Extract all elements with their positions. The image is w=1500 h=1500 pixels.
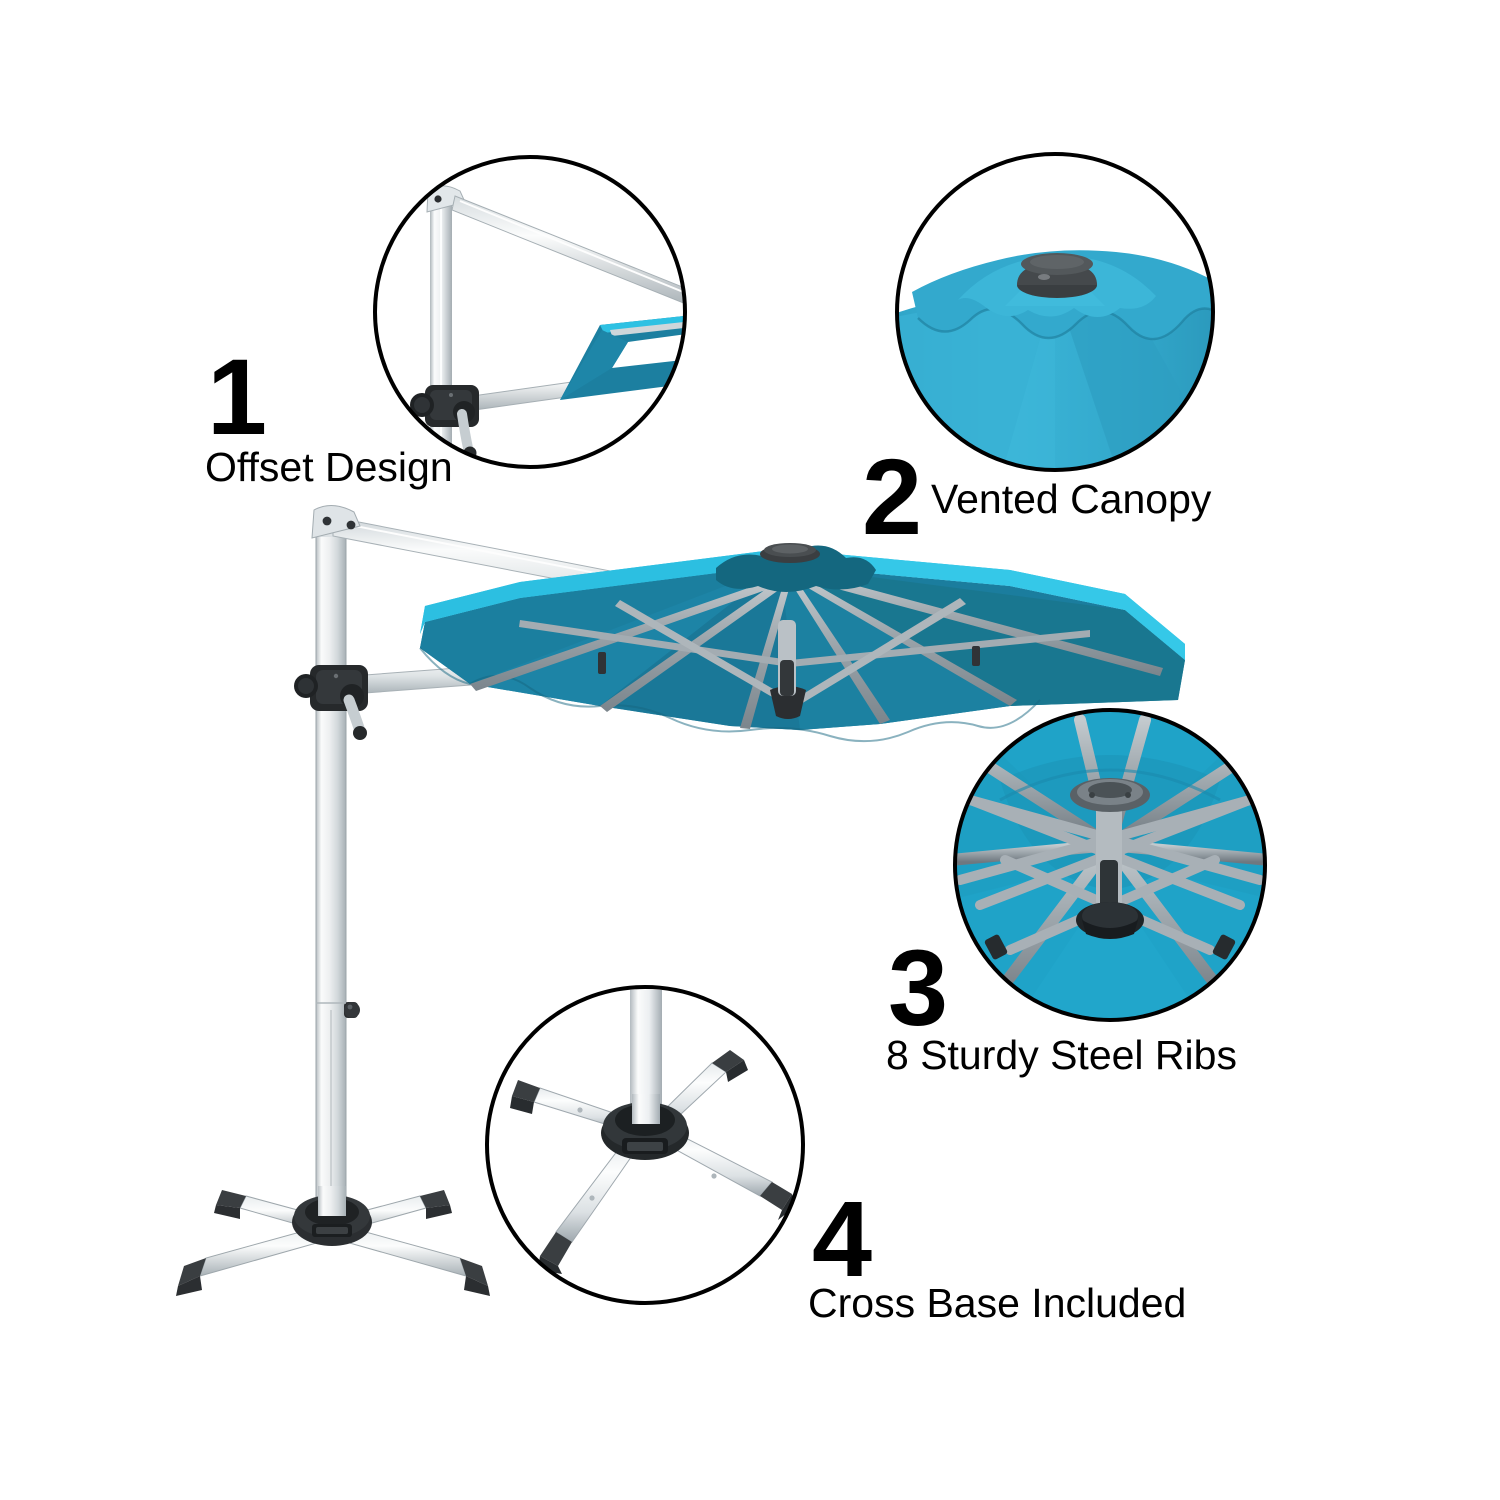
- vent-cap: [716, 543, 876, 592]
- detail-2-content: [897, 154, 1213, 470]
- tilt-crank-joint: [294, 665, 368, 740]
- canopy-ribs: [470, 568, 1163, 729]
- arm-top-pivot-bracket: [311, 505, 361, 539]
- feature-number-2: 2: [862, 436, 922, 557]
- detail-3-ring: [953, 708, 1267, 1022]
- detail-4-content: [487, 987, 803, 1303]
- cross-base: [176, 1186, 490, 1296]
- detail-4-ring: [485, 985, 805, 1305]
- feature-label-steel-ribs: 8 Sturdy Steel Ribs: [886, 1032, 1237, 1078]
- detail-1-content: [375, 157, 685, 467]
- canopy: [419, 543, 1185, 743]
- runner-hub-icon: [1076, 902, 1144, 939]
- detail-2-ring: [895, 152, 1215, 472]
- detail-3-content: [955, 710, 1265, 1020]
- height-adjust-knob: [344, 1002, 360, 1018]
- feature-number-3: 3: [888, 927, 948, 1048]
- rib-crown-hub-icon: [1070, 778, 1150, 812]
- feature-label-offset-design: Offset Design: [205, 444, 453, 490]
- feature-label-cross-base: Cross Base Included: [808, 1280, 1187, 1326]
- vent-cap-closeup-icon: [1017, 253, 1097, 298]
- feature-label-vented-canopy: Vented Canopy: [931, 476, 1212, 522]
- detail-1-ring: [373, 155, 687, 469]
- feature-number-4: 4: [812, 1178, 872, 1299]
- feature-number-1: 1: [207, 336, 267, 457]
